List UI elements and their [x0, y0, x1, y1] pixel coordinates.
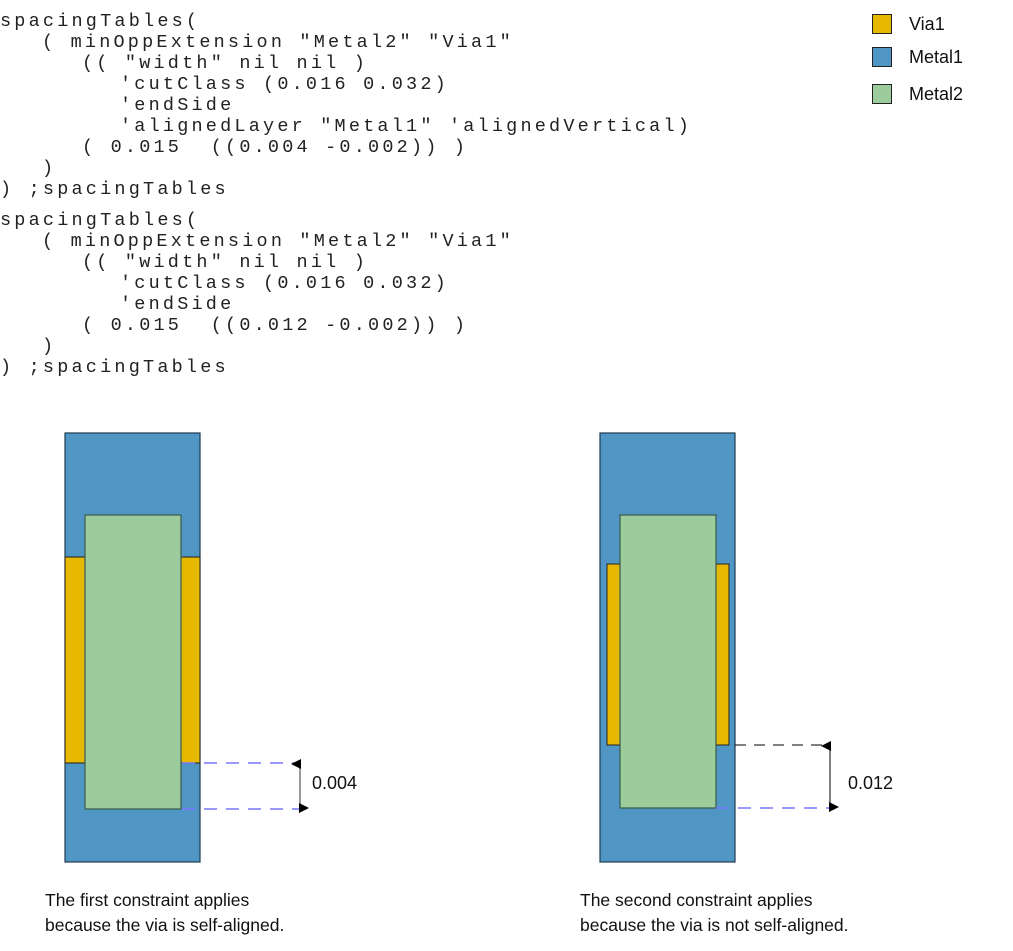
via1-left [606, 563, 621, 746]
code-line: 'alignedLayer "Metal1" 'alignedVertical) [120, 116, 693, 137]
code-block-1: spacingTables(( minOppExtension "Metal2"… [0, 11, 692, 200]
metal2-shape [84, 514, 182, 810]
code-line: 'endSide [120, 95, 235, 116]
legend-label: Via1 [909, 13, 945, 34]
caption-line: because the via is not self-aligned. [580, 915, 849, 935]
caption-line: The second constraint applies [580, 890, 813, 910]
code-line: ) [42, 336, 57, 357]
legend-item-via1: Via1 [872, 14, 945, 34]
caption-line: The first constraint applies [45, 890, 250, 910]
code-line: ) [42, 158, 57, 179]
dimension-label: 0.004 [312, 773, 357, 793]
via1-right [180, 556, 201, 764]
caption-line: because the via is self-aligned. [45, 915, 285, 935]
code-line: ) ;spacingTables [0, 357, 229, 378]
caption-second: The second constraint applies because th… [580, 888, 849, 938]
legend-label: Metal1 [909, 46, 964, 67]
code-line: (( "width" nil nil ) [82, 252, 369, 273]
code-line: 'endSide [120, 294, 235, 315]
caption-first: The first constraint applies because the… [45, 888, 284, 938]
legend-label: Metal2 [909, 83, 964, 104]
code-line: 'cutClass (0.016 0.032) [120, 273, 449, 294]
legend-item-metal2: Metal2 [872, 84, 963, 104]
via1-swatch [872, 14, 892, 34]
figure-not-self-aligned: 0.012 [599, 432, 893, 863]
via1-left [64, 556, 86, 764]
code-line: (( "width" nil nil ) [82, 53, 369, 74]
metal2-swatch [872, 84, 892, 104]
code-line: ( minOppExtension "Metal2" "Via1" [42, 32, 514, 53]
metal2-shape [619, 514, 717, 809]
code-block-2: spacingTables(( minOppExtension "Metal2"… [0, 210, 514, 378]
code-line: spacingTables( [0, 11, 201, 32]
code-line: ( minOppExtension "Metal2" "Via1" [42, 231, 514, 252]
legend-item-metal1: Metal1 [872, 47, 963, 67]
metal1-swatch [872, 47, 892, 67]
code-line: ) ;spacingTables [0, 179, 229, 200]
code-line: ( 0.015 ((0.012 -0.002)) ) [82, 315, 469, 336]
code-line: spacingTables( [0, 210, 201, 231]
code-line: 'cutClass (0.016 0.032) [120, 74, 449, 95]
via1-right [715, 563, 730, 746]
code-line: ( 0.015 ((0.004 -0.002)) ) [82, 137, 469, 158]
figure-self-aligned: 0.004 [64, 432, 357, 863]
dimension-label: 0.012 [848, 773, 893, 793]
